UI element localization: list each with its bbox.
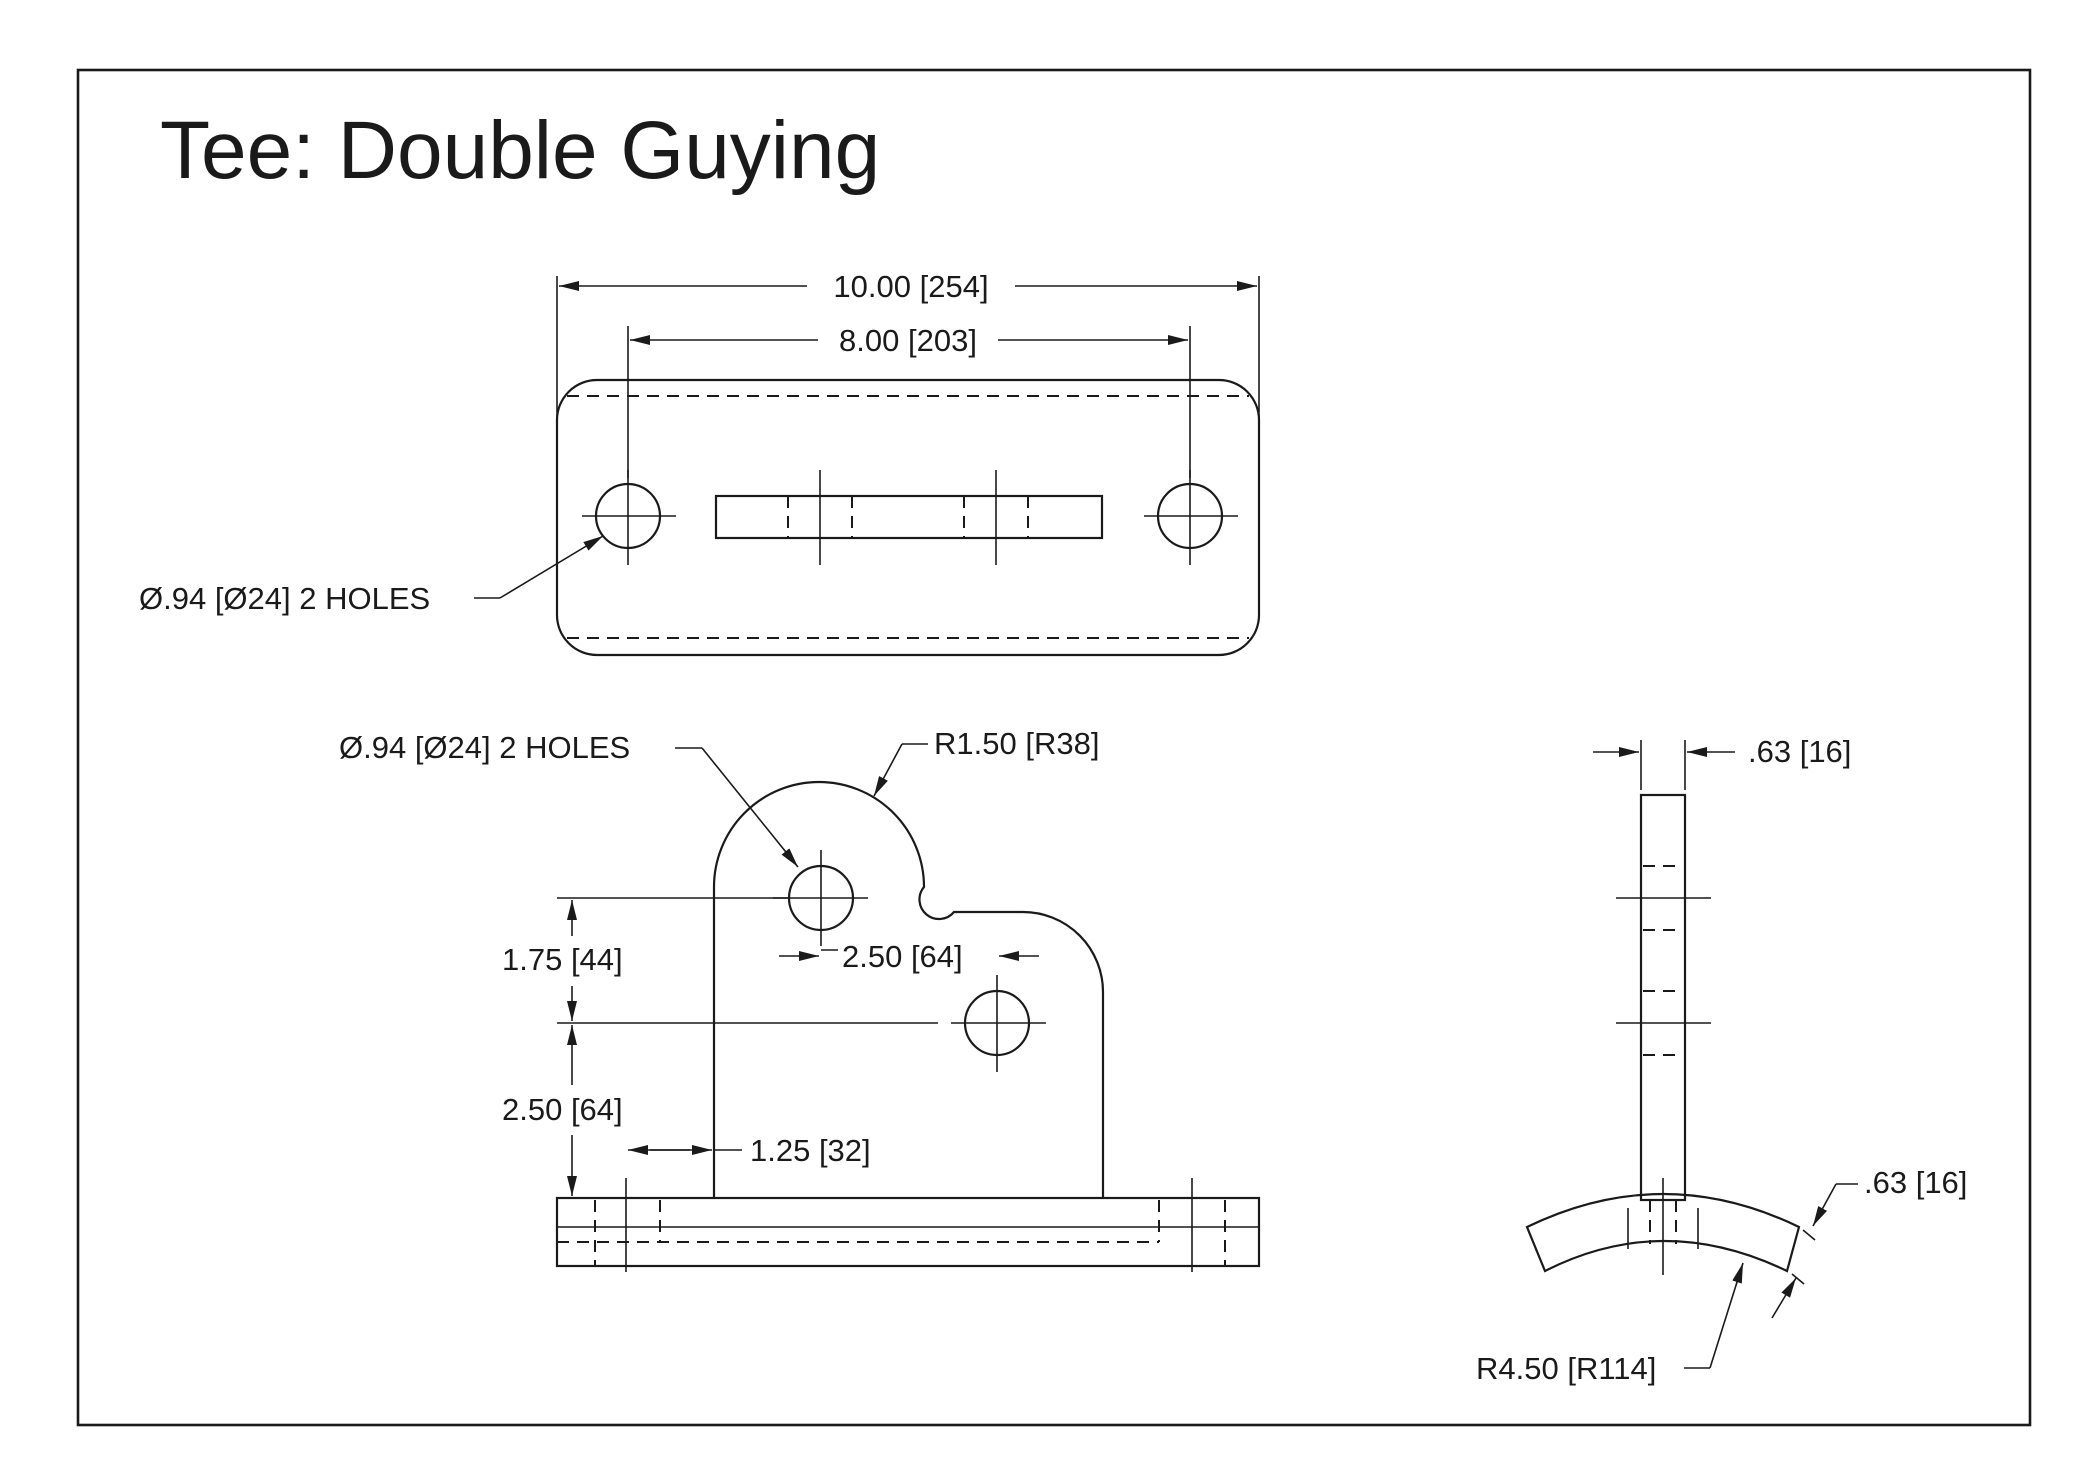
top-view-hole-left	[582, 470, 676, 565]
top-view: 10.00 [254] 8.00 [203] Ø.94 [Ø24] 2 HOLE…	[139, 269, 1261, 657]
dim-hole-offset-x: 2.50 [64]	[779, 939, 1039, 974]
top-view-plate-outline	[555, 378, 1261, 657]
dim-hole-offset-y-label: 1.75 [44]	[502, 942, 623, 977]
side-view-radius-callout: R4.50 [R114]	[1476, 1262, 1744, 1386]
dim-hole-height: 2.50 [64]	[502, 1025, 623, 1196]
dim-base-thickness: .63 [16]	[1771, 1165, 1967, 1319]
dim-plate-offset: 1.25 [32]	[628, 1133, 871, 1168]
front-view-radius-label: R1.50 [R38]	[934, 726, 1099, 761]
top-view-hole-right	[1144, 470, 1238, 565]
dim-hole-height-label: 2.50 [64]	[502, 1092, 623, 1127]
top-view-hole-callout: Ø.94 [Ø24] 2 HOLES	[139, 535, 604, 616]
side-view-upright	[1639, 793, 1687, 1202]
dim-plate-thickness: .63 [16]	[1593, 734, 1851, 790]
top-view-center-plate	[714, 470, 1104, 565]
front-view-hole-callout: Ø.94 [Ø24] 2 HOLES	[339, 730, 799, 868]
side-view-curved-base	[1525, 1192, 1801, 1273]
front-view-radius-callout: R1.50 [R38]	[873, 726, 1099, 797]
front-view-base-plate	[555, 1178, 1261, 1272]
side-view-radius-label: R4.50 [R114]	[1476, 1351, 1656, 1386]
dim-plate-thickness-label: .63 [16]	[1748, 734, 1851, 769]
drawing-title: Tee: Double Guying	[160, 105, 880, 196]
dim-hole-spacing-label: 8.00 [203]	[839, 323, 977, 358]
dim-overall-width: 10.00 [254]	[556, 269, 1260, 420]
side-view: .63 [16] .63 [16] R4.50 [R114]	[1476, 734, 1967, 1386]
dim-hole-offset-x-label: 2.50 [64]	[842, 939, 963, 974]
front-view: 1.75 [44] 2.50 [64] 2.50 [64] 1.25 [32] …	[339, 726, 1261, 1272]
dim-hole-offset-y: 1.75 [44]	[502, 900, 623, 1021]
drawing-border	[76, 68, 2032, 1427]
dim-hole-spacing: 8.00 [203]	[627, 323, 1191, 478]
front-view-upright-outline	[712, 780, 1105, 1198]
dim-plate-offset-label: 1.25 [32]	[750, 1133, 871, 1168]
dim-overall-width-label: 10.00 [254]	[833, 269, 988, 304]
top-view-hole-callout-label: Ø.94 [Ø24] 2 HOLES	[139, 581, 430, 616]
front-view-hole-callout-label: Ø.94 [Ø24] 2 HOLES	[339, 730, 630, 765]
front-view-hole-lower	[951, 975, 1046, 1072]
dim-base-thickness-label: .63 [16]	[1864, 1165, 1967, 1200]
